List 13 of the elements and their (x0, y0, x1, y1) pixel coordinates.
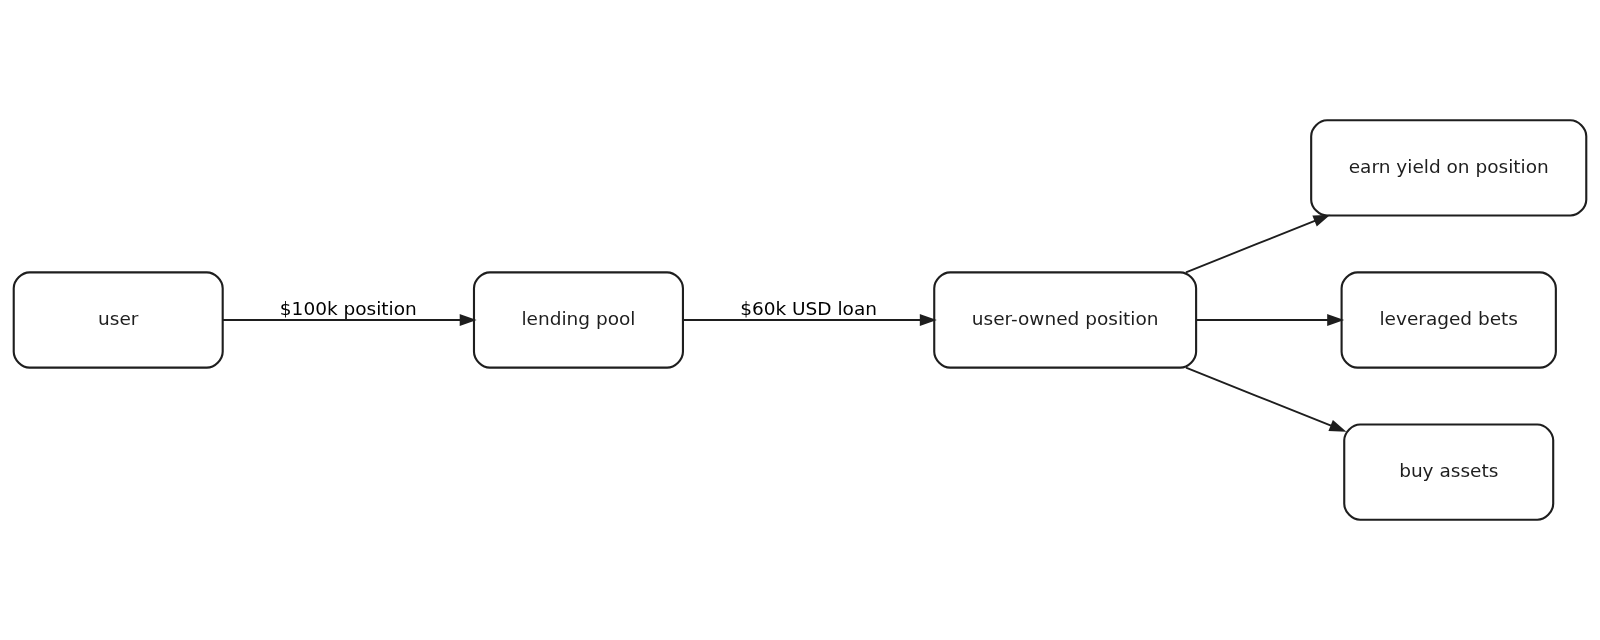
edge-label: $60k USD loan (740, 297, 878, 319)
node-box: lending pool (472, 271, 684, 369)
arrow (221, 314, 477, 326)
node-box: leveraged bets (1340, 271, 1557, 369)
edge-label: $100k position (279, 297, 417, 319)
arrow (1185, 214, 1331, 274)
node-box: user-owned position (933, 271, 1198, 369)
node-box: earn yield on position (1310, 119, 1588, 217)
arrow (1185, 366, 1347, 432)
arrow (1195, 314, 1345, 326)
arrow (682, 314, 937, 326)
node-box: buy assets (1343, 423, 1555, 521)
node-box: user (12, 271, 224, 369)
